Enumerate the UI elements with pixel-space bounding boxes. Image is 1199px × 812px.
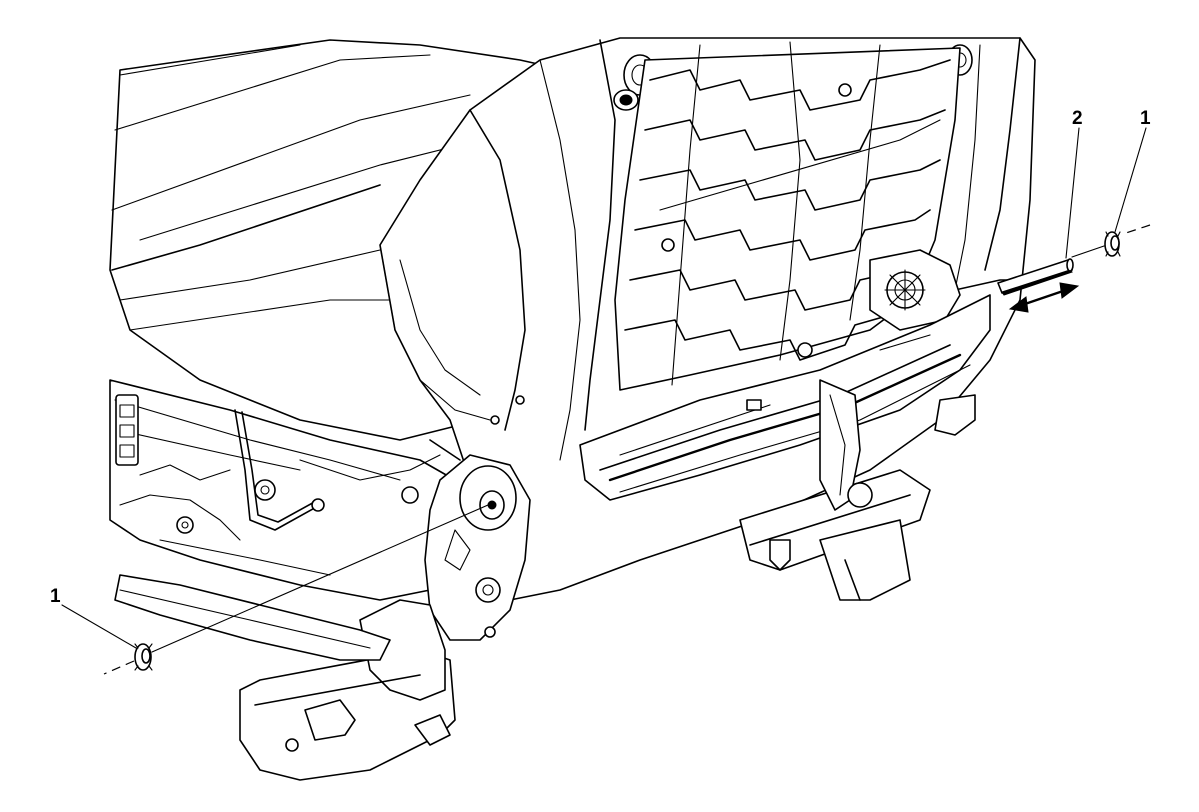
callout-1-right: 1 [1140, 108, 1151, 129]
pin-axis-left-dash [103, 660, 135, 675]
leader-line-2 [1065, 127, 1080, 259]
callout-1-left: 1 [50, 586, 61, 607]
pin-axis-left-line [151, 504, 489, 653]
seat-side-mechanism [109, 379, 471, 601]
left-pivot-bracket [401, 395, 531, 641]
double-arrow-icon [1008, 282, 1080, 313]
leader-line-1-right [1114, 127, 1147, 233]
leader-line-1-left [61, 604, 137, 649]
recliner-motor [869, 249, 961, 331]
front-trim-cover [239, 599, 456, 781]
pin-axis-right-line [1071, 245, 1105, 258]
seat-base-rails [739, 379, 931, 601]
retainer-clip-left [134, 643, 153, 671]
seat-track-left [114, 574, 391, 661]
pivot-pin [997, 258, 1074, 296]
callout-2: 2 [1072, 108, 1083, 129]
seat-back-lower-tray [579, 294, 991, 501]
pin-axis-right-dash [1125, 224, 1151, 234]
retainer-clip-right [1104, 231, 1121, 257]
